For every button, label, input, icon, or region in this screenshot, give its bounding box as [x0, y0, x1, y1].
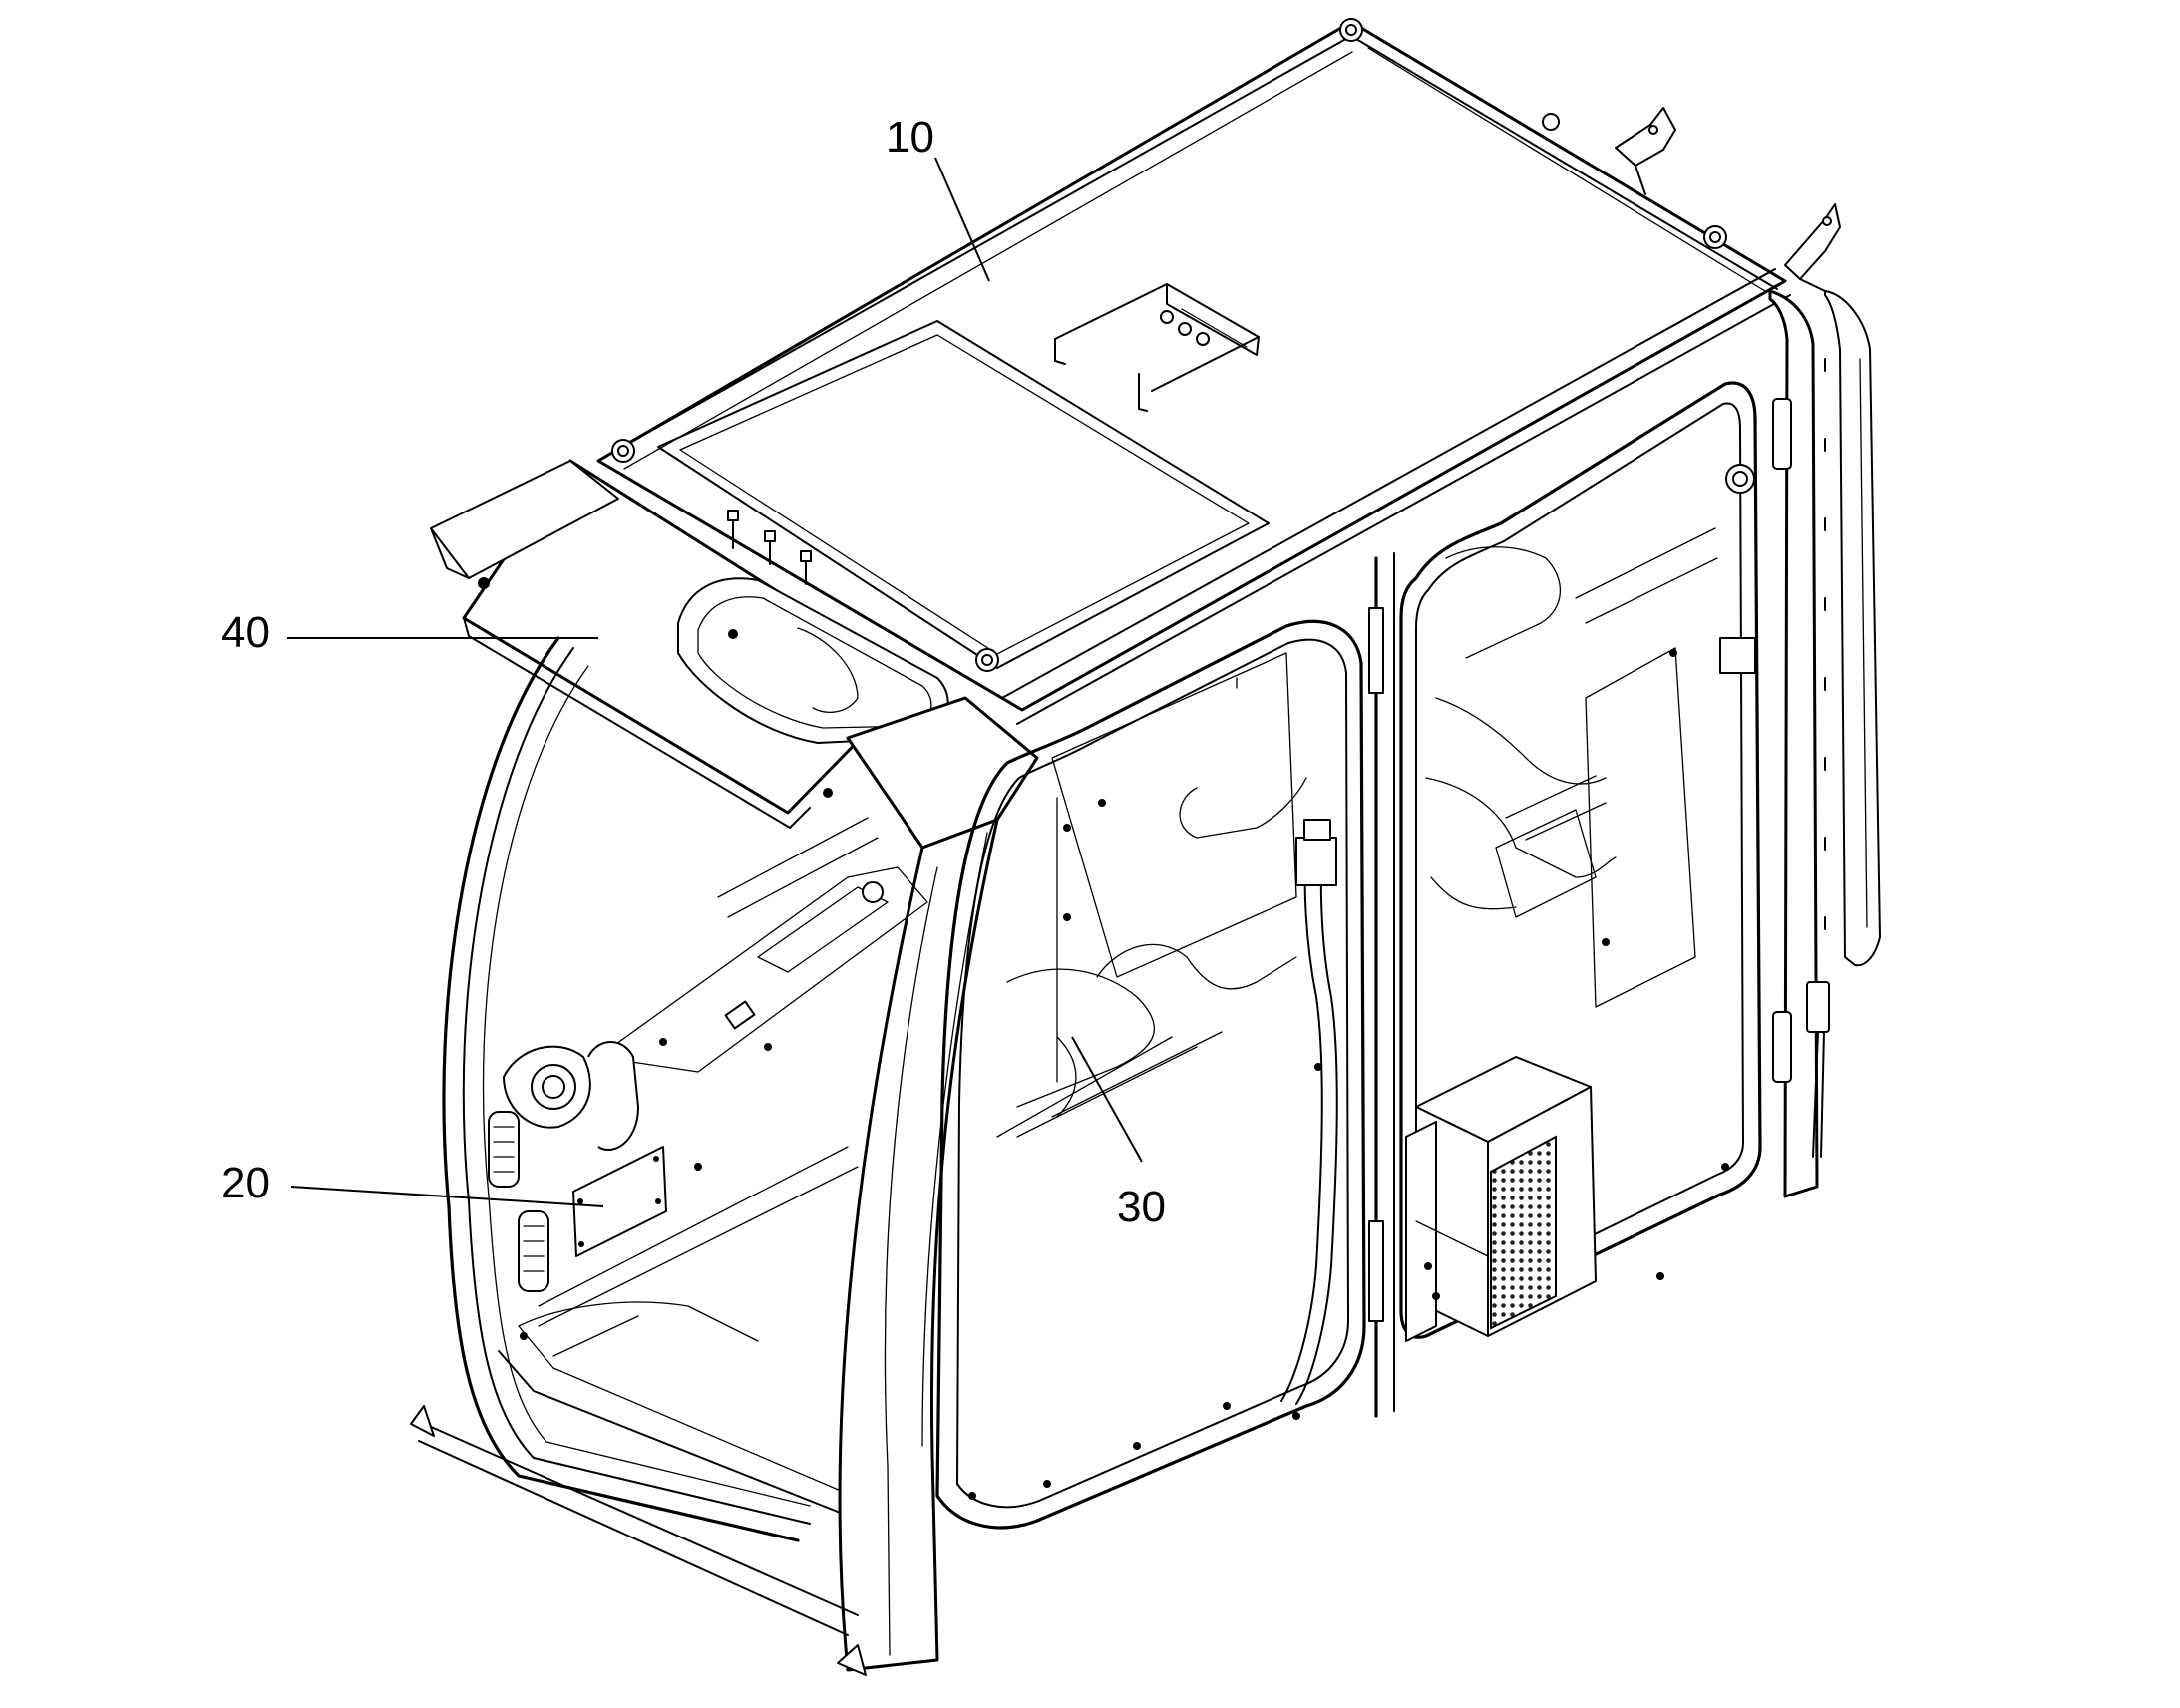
leader-30: [1071, 1036, 1143, 1163]
interior: [488, 464, 1756, 1500]
roof: [596, 18, 1841, 725]
callout-20: 20: [221, 1159, 270, 1207]
left-window-frame: [442, 636, 849, 1542]
left-console: [488, 817, 928, 1357]
callout-labels: 10 40 20 30: [221, 113, 1166, 1231]
rear-window-frame: [1368, 381, 1762, 1418]
roof-bracket: [1054, 283, 1260, 412]
front-pillar: [410, 696, 1039, 1676]
hvac-unit: [1405, 1056, 1597, 1342]
rear-brackets: [1615, 107, 1841, 292]
leader-20: [290, 1186, 604, 1207]
leader-10: [934, 157, 990, 282]
leader-lines: [287, 157, 1143, 1207]
callout-10: 10: [886, 113, 934, 162]
lifting-eye: [611, 18, 1727, 672]
label-plate: [572, 1146, 667, 1257]
side-pillar: [1768, 289, 1881, 1198]
callout-30: 30: [1117, 1183, 1166, 1231]
callout-40: 40: [221, 608, 270, 657]
